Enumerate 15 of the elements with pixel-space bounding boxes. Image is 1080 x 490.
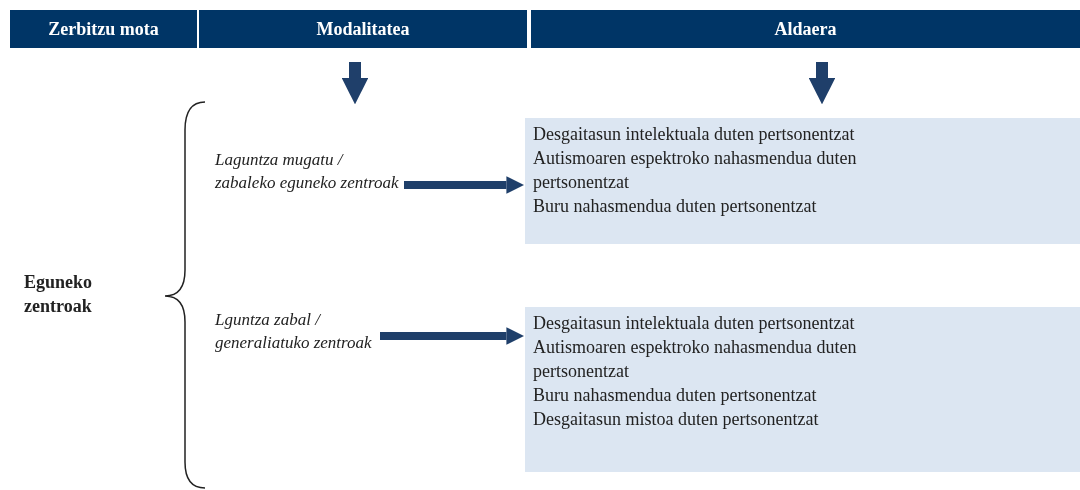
modality-text: Laguntza mugatu / zabaleko eguneko zentroak: [215, 149, 400, 194]
column-header: Aldaera: [531, 10, 1080, 48]
column-header: Modalitatea: [199, 10, 527, 48]
modality-text: Lguntza zabal / generaliatuko zentroak: [215, 309, 373, 354]
variant-panel: [525, 307, 1080, 472]
variant-panel: [525, 118, 1080, 244]
variant-text: Desgaitasun intelektuala duten pertsonentzat: [533, 312, 856, 335]
column-header: Zerbitzu mota: [10, 10, 197, 48]
variant-text: Buru nahasmendua duten pertsonentzat: [533, 384, 818, 407]
variant-text: Autismoaren espektroko nahasmendua duten pertsonentzat: [533, 336, 858, 383]
variant-text: Autismoaren espektroko nahasmendua duten pertsonentzat: [533, 147, 858, 194]
service-type-label: Eguneko zentroak: [24, 271, 94, 318]
variant-text: Desgaitasun mistoa duten pertsonentzat: [533, 408, 820, 431]
variant-text: Buru nahasmendua duten pertsonentzat: [533, 195, 818, 218]
variant-text: Desgaitasun intelektuala duten pertsonentzat: [533, 123, 856, 146]
